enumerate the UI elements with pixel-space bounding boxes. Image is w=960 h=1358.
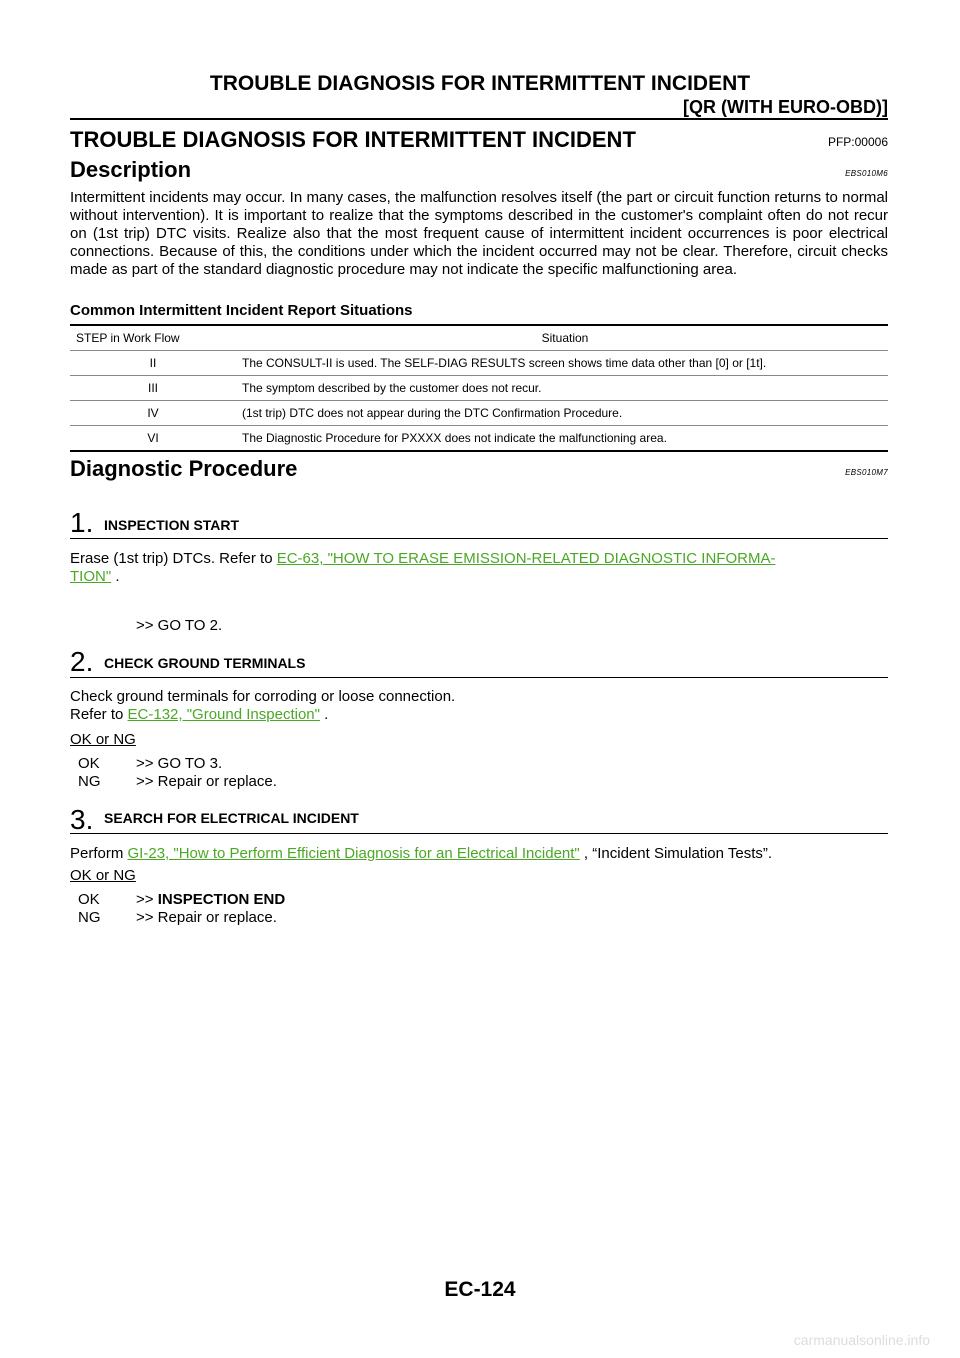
step-cell: IV <box>70 400 236 426</box>
step-cell: VI <box>70 425 236 452</box>
procedure-heading: Diagnostic Procedure <box>70 456 298 481</box>
step-cell: II <box>70 350 236 376</box>
step-2-link[interactable]: EC-132, "Ground Inspection" <box>127 706 320 723</box>
step-2-refer: Refer to EC-132, "Ground Inspection" . <box>70 706 328 724</box>
step-3-link[interactable]: GI-23, "How to Perform Efficient Diagnos… <box>127 845 580 862</box>
step-2-ng-label: NG <box>78 773 101 790</box>
situations-table: STEP in Work Flow Situation II The CONSU… <box>70 324 888 452</box>
step-1-text: Erase (1st trip) DTCs. Refer to EC-63, "… <box>70 550 888 586</box>
table-row: IV (1st trip) DTC does not appear during… <box>70 400 888 426</box>
step-1-link-line1: EC-63, "HOW TO ERASE EMISSION-RELATED DI… <box>276 550 776 567</box>
table-row: II The CONSULT-II is used. The SELF-DIAG… <box>70 350 888 376</box>
step-3-number: 3. <box>70 804 94 835</box>
step-3-divider <box>70 833 888 834</box>
step-2-refer-pre: Refer to <box>70 706 128 723</box>
step-1-link[interactable]: EC-63, "HOW TO ERASE EMISSION-RELATED DI… <box>70 550 775 585</box>
table-row: VI The Diagnostic Procedure for PXXXX do… <box>70 425 888 452</box>
table-heading: Common Intermittent Incident Report Situ… <box>70 302 413 319</box>
step-1-title: INSPECTION START <box>104 517 240 533</box>
step-2-ng-text: >> Repair or replace. <box>136 773 277 790</box>
situation-cell: (1st trip) DTC does not appear during th… <box>236 400 888 426</box>
step-1-goto: >> GO TO 2. <box>136 617 223 634</box>
situation-cell: The Diagnostic Procedure for PXXXX does … <box>236 425 888 452</box>
page-header-subtitle: [QR (WITH EURO-OBD)] <box>683 97 888 117</box>
step-2-ok-label: OK <box>78 755 100 772</box>
step-3-ng-text: >> Repair or replace. <box>136 909 277 926</box>
step-cell: III <box>70 375 236 401</box>
step-3-ok-ng: OK or NG <box>70 867 136 884</box>
column-header-situation: Situation <box>236 324 888 351</box>
step-3-text-post: , “Incident Simulation Tests”. <box>579 845 773 862</box>
step-3-ok-text: >> INSPECTION END <box>136 891 285 908</box>
situation-cell: The CONSULT-II is used. The SELF-DIAG RE… <box>236 350 888 376</box>
pfp-code: PFP:00006 <box>827 135 888 149</box>
page-header-title: TROUBLE DIAGNOSIS FOR INTERMITTENT INCID… <box>209 72 751 95</box>
page-number: EC-124 <box>444 1278 516 1301</box>
description-heading: Description <box>70 157 192 182</box>
step-1-text-pre: Erase (1st trip) DTCs. Refer to <box>70 550 277 567</box>
step-3-text-pre: Perform <box>70 845 128 862</box>
column-header-step: STEP in Work Flow <box>70 324 236 351</box>
watermark: carmanualsonline.info <box>793 1332 930 1348</box>
step-3-text: Perform GI-23, "How to Perform Efficient… <box>70 845 772 863</box>
section-title: TROUBLE DIAGNOSIS FOR INTERMITTENT INCID… <box>70 127 636 152</box>
step-3-ok-label: OK <box>78 891 100 908</box>
step-1-number: 1. <box>70 507 94 538</box>
step-2-refer-post: . <box>319 706 329 723</box>
header-divider <box>70 118 888 120</box>
step-2-title: CHECK GROUND TERMINALS <box>104 655 306 671</box>
step-2-divider <box>70 677 888 678</box>
procedure-code: EBS010M7 <box>845 468 888 477</box>
step-1-divider <box>70 538 888 539</box>
step-3-ok-prefix: >> <box>136 891 158 908</box>
step-2-ok-ng: OK or NG <box>70 731 136 748</box>
situation-cell: The symptom described by the customer do… <box>236 375 888 401</box>
table-row: III The symptom described by the custome… <box>70 375 888 401</box>
step-3-title: SEARCH FOR ELECTRICAL INCIDENT <box>104 810 359 826</box>
step-2-ok-text: >> GO TO 3. <box>136 755 223 772</box>
step-3-ng-label: NG <box>78 909 101 926</box>
step-1-text-post: . <box>111 568 120 585</box>
step-2-number: 2. <box>70 646 94 677</box>
table-header-row: STEP in Work Flow Situation <box>70 324 888 351</box>
description-code: EBS010M6 <box>845 169 888 178</box>
step-1-link-line2: TION" <box>70 568 112 585</box>
description-text: Intermittent incidents may occur. In man… <box>70 189 888 278</box>
step-3-ok-result: INSPECTION END <box>157 891 286 908</box>
step-2-line1: Check ground terminals for corroding or … <box>70 688 456 705</box>
